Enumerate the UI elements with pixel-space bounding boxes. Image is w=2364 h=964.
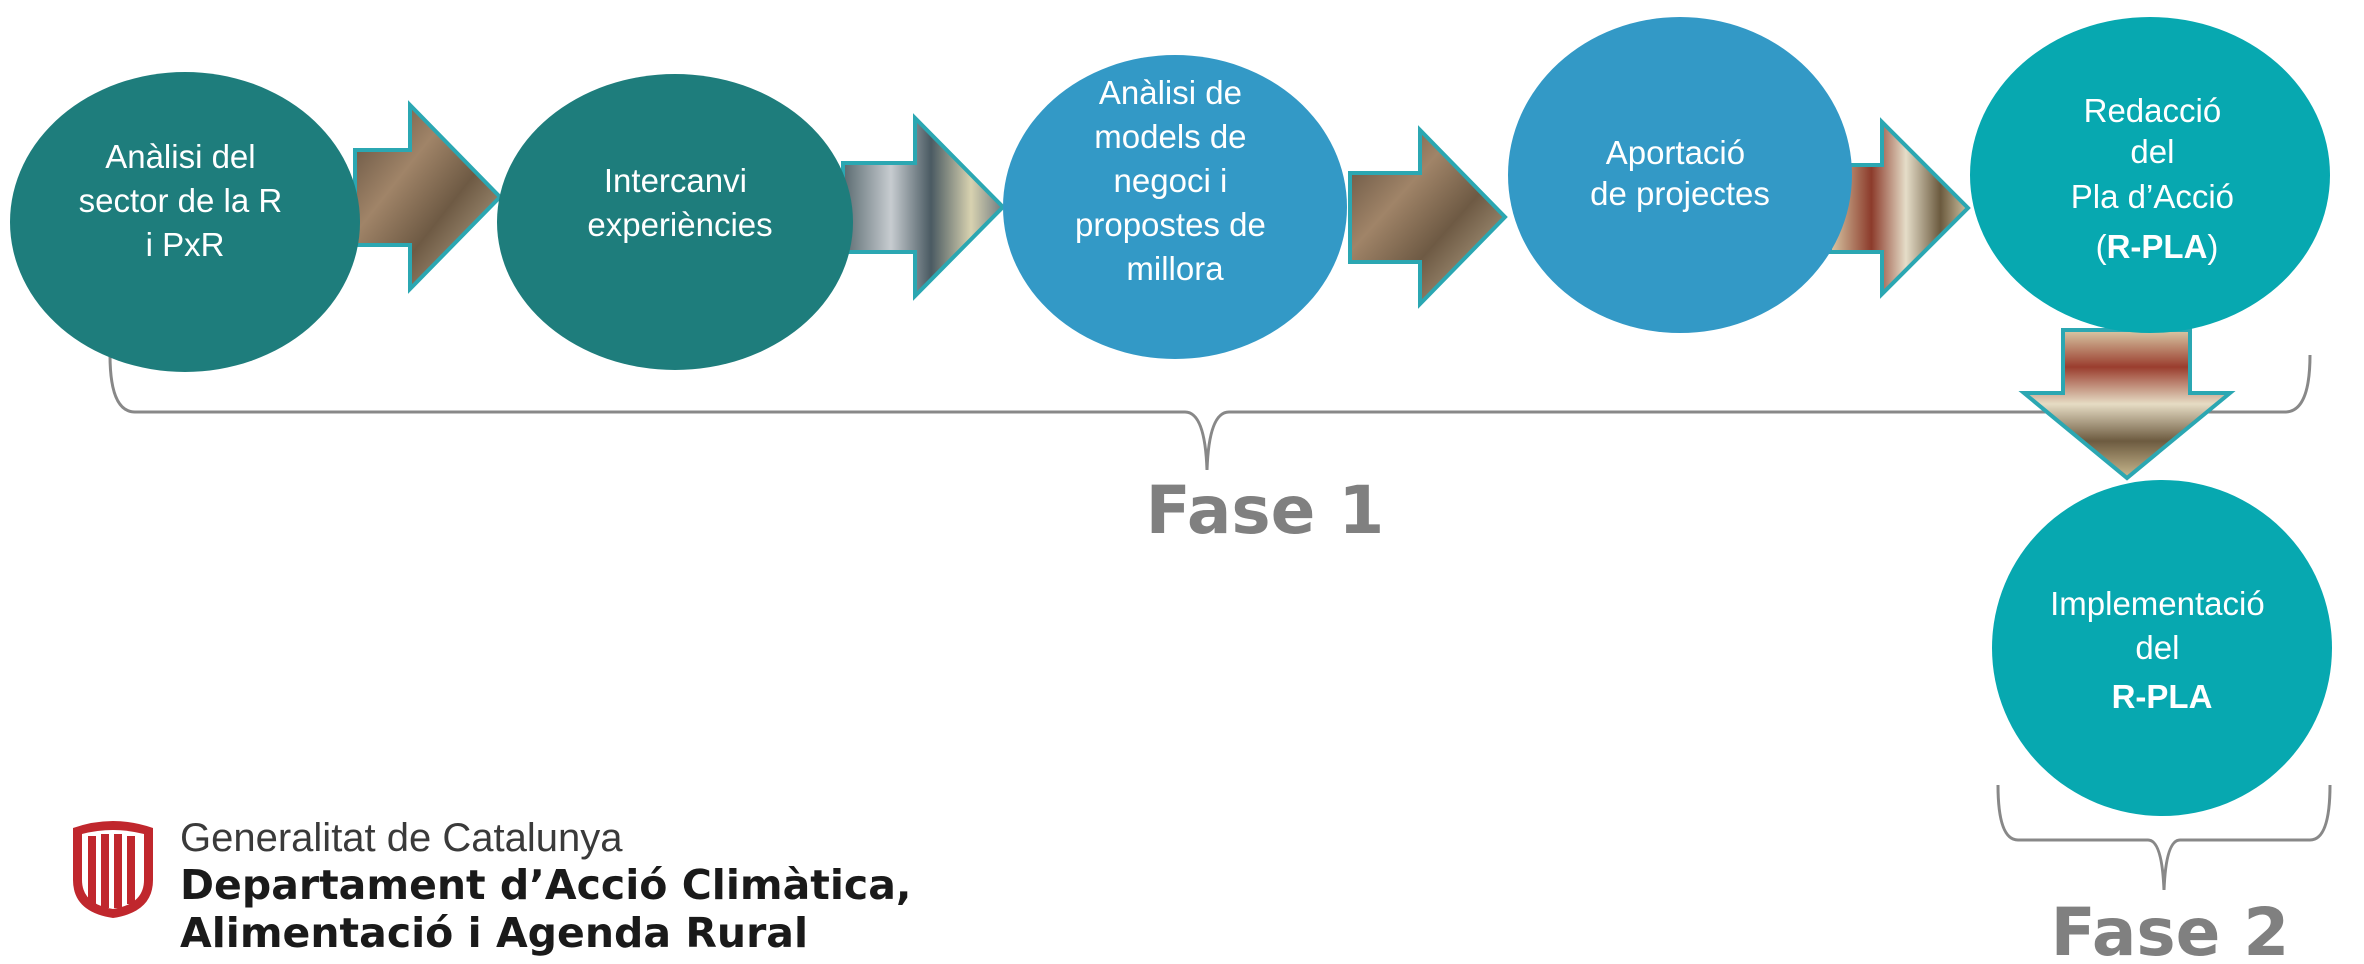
department-name-line2: Alimentació i Agenda Rural: [180, 909, 809, 957]
step-circle-6: [1992, 480, 2332, 816]
step-5-text: Redacció del Pla d’Acció (R-PLA): [2071, 92, 2243, 265]
organization-logo: Generalitat de Catalunya Departament d’A…: [68, 816, 968, 964]
step-2-text: Intercanvi experiències: [587, 162, 772, 243]
step-circle-1: [10, 72, 360, 372]
phase2-bracket: [1996, 784, 2332, 891]
step-circle-3: [1003, 55, 1347, 359]
phase-2-label: Fase 2: [2051, 894, 2290, 964]
phase1-bracket: [108, 354, 2312, 471]
right-arrow-icon: [841, 113, 1006, 301]
step-circle-4: [1508, 17, 1852, 333]
department-name-line1: Departament d’Acció Climàtica,: [180, 861, 912, 909]
phase-1-label: Fase 1: [1146, 472, 1385, 549]
step-4-text: Aportació de projectes: [1590, 134, 1770, 212]
step-6-text: Implementació del R-PLA: [2050, 585, 2274, 715]
right-arrow-icon: [1828, 117, 1971, 299]
organization-name: Generalitat de Catalunya: [180, 816, 623, 860]
right-arrow-icon: [1348, 125, 1508, 309]
down-arrow-icon: [2018, 328, 2236, 481]
step-circle-5: [1970, 17, 2330, 333]
step-1-text: Anàlisi del sector de la R i PxR: [79, 138, 292, 263]
right-arrow-icon: [353, 100, 503, 294]
step-3-text: Anàlisi de models de negoci i propostes …: [1075, 74, 1275, 287]
step-circle-2: [497, 74, 853, 370]
generalitat-seal-icon: [73, 821, 153, 918]
